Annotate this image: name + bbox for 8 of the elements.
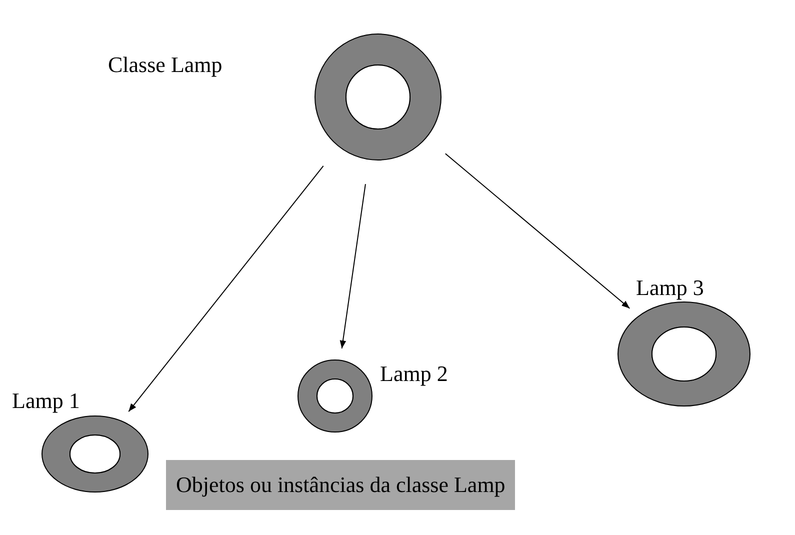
arrow (340, 184, 366, 349)
object-label: Classe Lamp (108, 52, 222, 78)
caption-banner: Objetos ou instâncias da classe Lamp (166, 460, 516, 510)
arrow (444, 153, 630, 309)
object-label: Lamp 2 (380, 361, 448, 387)
arrow (128, 165, 324, 412)
object-label: Lamp 3 (636, 275, 704, 301)
object-label: Lamp 1 (12, 388, 80, 414)
